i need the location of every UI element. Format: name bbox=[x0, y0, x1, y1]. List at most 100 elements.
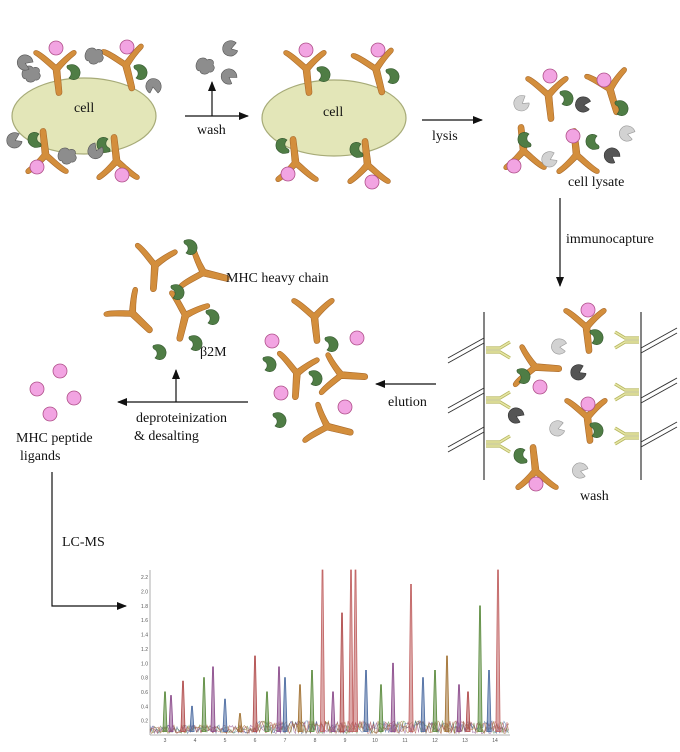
y-tick-label: 1.8 bbox=[141, 604, 148, 610]
peptide-icon bbox=[119, 39, 135, 55]
protein-icon bbox=[616, 123, 637, 144]
lcms-label: LC-MS bbox=[62, 535, 105, 550]
antibody-icon bbox=[613, 426, 641, 446]
x-tick-label: 9 bbox=[344, 738, 347, 744]
peptide-icon bbox=[337, 399, 353, 415]
immunocapture-label: immunocapture bbox=[566, 232, 654, 247]
baseline-trace bbox=[149, 719, 509, 735]
chromatogram-peak bbox=[420, 677, 426, 732]
b2m-icon bbox=[272, 412, 287, 428]
chromatogram-peak bbox=[276, 666, 282, 732]
bead-hatching bbox=[447, 327, 678, 453]
peptide-icon bbox=[580, 396, 596, 412]
b2m-icon bbox=[513, 448, 528, 464]
desalting-label: & desalting bbox=[134, 429, 199, 444]
peptide-icon bbox=[542, 68, 558, 84]
ligands-label: ligands bbox=[20, 449, 60, 464]
chromatogram-peak bbox=[378, 684, 384, 732]
protein-icon bbox=[510, 92, 532, 115]
chromatogram-peak bbox=[339, 612, 345, 732]
x-tick-label: 8 bbox=[314, 738, 317, 744]
chromatogram-peak bbox=[363, 670, 369, 732]
mhc-heavy-chain-icon bbox=[127, 242, 178, 296]
b2m-icon bbox=[385, 68, 400, 84]
cell-shape bbox=[261, 79, 407, 157]
chromatogram-peak bbox=[180, 680, 186, 732]
cell-panel-1: cell bbox=[4, 39, 162, 183]
y-tick-label: 2.2 bbox=[141, 575, 148, 581]
chromatogram-peak bbox=[264, 691, 270, 732]
chromatogram-peak bbox=[495, 569, 501, 732]
peptide-icon bbox=[280, 166, 296, 182]
b2m-icon bbox=[324, 336, 339, 352]
elution-label: elution bbox=[388, 395, 427, 410]
protein-icon bbox=[195, 57, 215, 75]
chromatogram-peak bbox=[252, 655, 258, 732]
peptide-icon bbox=[364, 174, 380, 190]
y-tick-label: 0.6 bbox=[141, 690, 148, 696]
y-tick-label: 2.0 bbox=[141, 590, 148, 596]
protein-icon bbox=[569, 460, 590, 481]
peptide-ligands-panel: MHC peptide ligands bbox=[16, 363, 93, 464]
b2m-icon bbox=[66, 64, 81, 80]
chromatogram-peak bbox=[201, 677, 207, 732]
chromatogram-peak bbox=[444, 655, 450, 732]
cell-lysate-label: cell lysate bbox=[568, 175, 624, 190]
x-tick-label: 12 bbox=[432, 738, 438, 744]
antibody-icon bbox=[613, 330, 641, 350]
protein-icon bbox=[573, 95, 592, 114]
x-tick-label: 7 bbox=[284, 738, 287, 744]
chromatogram-peak bbox=[189, 705, 195, 732]
antibody-icon bbox=[484, 390, 512, 410]
peptide-icon bbox=[298, 42, 314, 58]
mhc-heavy-chain-label: MHC heavy chain bbox=[226, 271, 329, 286]
y-tick-label: 1.6 bbox=[141, 618, 148, 624]
y-tick-label: 1.2 bbox=[141, 647, 148, 653]
peptide-icon bbox=[42, 406, 58, 422]
cell-shape bbox=[11, 77, 157, 155]
peptide-icon bbox=[528, 476, 544, 492]
peptide-icon bbox=[48, 40, 64, 56]
x-tick-label: 5 bbox=[224, 738, 227, 744]
chromatogram-peak bbox=[465, 691, 471, 732]
chromatogram-peak bbox=[210, 666, 216, 732]
cell-label: cell bbox=[74, 101, 94, 116]
chromatogram-peak bbox=[282, 677, 288, 732]
lcms-step: LC-MS bbox=[51, 472, 127, 610]
b2m-icon bbox=[183, 239, 198, 255]
wash-label: wash bbox=[197, 123, 226, 138]
chromatogram-peak bbox=[456, 684, 462, 732]
protein-icon bbox=[600, 144, 623, 167]
x-tick-label: 11 bbox=[402, 738, 407, 744]
protein-icon bbox=[548, 419, 566, 438]
peptide-icon bbox=[565, 128, 581, 144]
mhc-heavy-chain-icon bbox=[102, 286, 165, 349]
peptide-icon bbox=[532, 379, 548, 395]
chromatogram-peak bbox=[222, 698, 228, 732]
y-tick-label: 0.2 bbox=[141, 719, 148, 725]
chromatogram-peak bbox=[352, 569, 359, 732]
dissociated-panel: MHC heavy chain β2M bbox=[102, 239, 329, 360]
chromatogram-peak bbox=[319, 569, 326, 732]
elution-step: elution bbox=[375, 380, 436, 410]
chromatogram-peak bbox=[348, 569, 354, 732]
protein-icon bbox=[549, 337, 568, 356]
peptide-icon bbox=[370, 42, 386, 58]
x-tick-label: 14 bbox=[492, 738, 498, 744]
antibody-icon bbox=[613, 382, 641, 402]
cell-label: cell bbox=[323, 105, 343, 120]
protein-icon bbox=[221, 39, 239, 58]
b2m-label: β2M bbox=[200, 345, 227, 360]
b2m-icon bbox=[585, 134, 600, 150]
peptide-icon bbox=[506, 158, 522, 174]
b2m-icon bbox=[133, 64, 148, 80]
protein-icon bbox=[145, 78, 162, 94]
x-tick-label: 13 bbox=[462, 738, 468, 744]
chromatogram-peak bbox=[309, 670, 315, 732]
wash-label: wash bbox=[580, 489, 609, 504]
chromatogram-peak bbox=[168, 695, 174, 732]
x-tick-label: 6 bbox=[254, 738, 257, 744]
chromatogram-peak bbox=[486, 670, 492, 732]
